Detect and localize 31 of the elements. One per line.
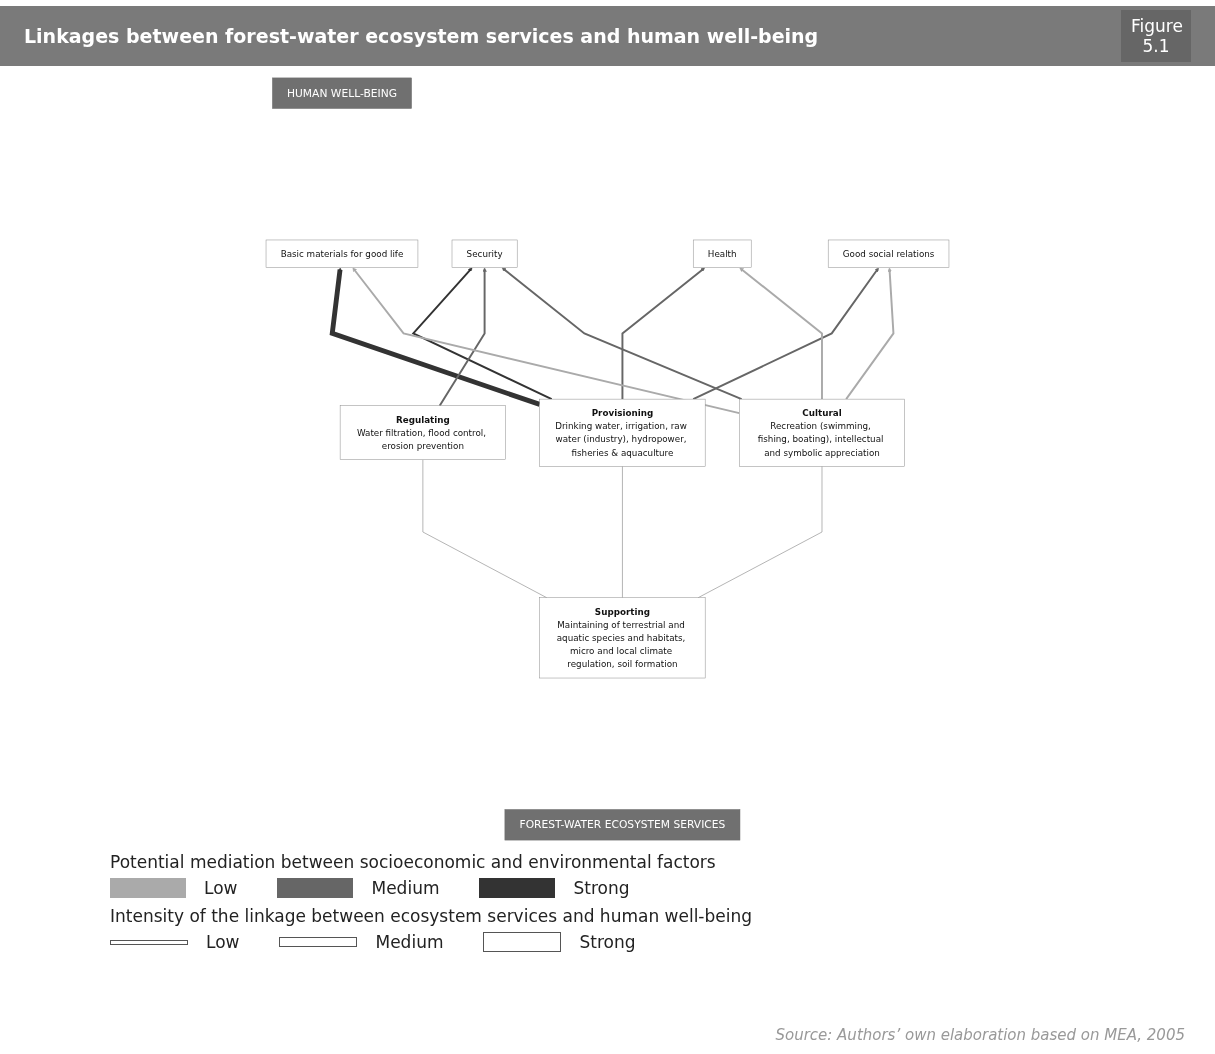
- figure-number: Figure 5.1: [1121, 10, 1191, 62]
- legend-heading: Intensity of the linkage between ecosystem services and human well-being: [110, 906, 754, 926]
- node-box: Good social relations: [827, 239, 950, 268]
- node-box: Supporting Maintaining of terrestrial and aquatic species and habitats, micro and local climate regulation, soil formation: [539, 597, 706, 679]
- figure-title: Linkages between forest-water ecosystem services and human well-being: [24, 25, 819, 47]
- arrow: [438, 267, 487, 407]
- legend-label: Strong: [573, 878, 630, 898]
- arrow: [329, 267, 541, 407]
- connector: [622, 465, 623, 599]
- legend-label: Low: [206, 932, 240, 952]
- arrow: [501, 267, 743, 401]
- node-box: Provisioning Drinking water, irrigation, raw water (industry), hydropower, fisheries & aquaculture: [539, 398, 706, 467]
- arrow: [411, 267, 553, 401]
- node-box: Health: [692, 239, 752, 268]
- legend-label: Strong: [579, 932, 636, 952]
- arrow: [352, 267, 741, 415]
- legend-label: Medium: [371, 878, 440, 898]
- legend-label: Medium: [375, 932, 444, 952]
- node-box: HUMAN WELL-BEING: [272, 77, 412, 109]
- arrow: [621, 267, 705, 401]
- arrow: [739, 267, 823, 401]
- node-box: FOREST-WATER ECOSYSTEM SERVICES: [504, 809, 741, 841]
- node-box: Security: [451, 239, 518, 268]
- node-box: Basic materials for good life: [265, 239, 419, 268]
- arrow: [845, 267, 895, 401]
- node-box: Regulating Water filtration, flood control, erosion prevention: [339, 405, 506, 460]
- arrow: [692, 267, 879, 401]
- legend-heading: Potential mediation between socioeconomic and environmental factors: [110, 852, 717, 872]
- source-caption: Source: Authors’ own elaboration based on MEA, 2005: [775, 1026, 1185, 1044]
- node-box: Cultural Recreation (swimming, fishing, boating), intellectual and symbolic appreciation: [739, 398, 905, 467]
- legend-label: Low: [204, 878, 238, 898]
